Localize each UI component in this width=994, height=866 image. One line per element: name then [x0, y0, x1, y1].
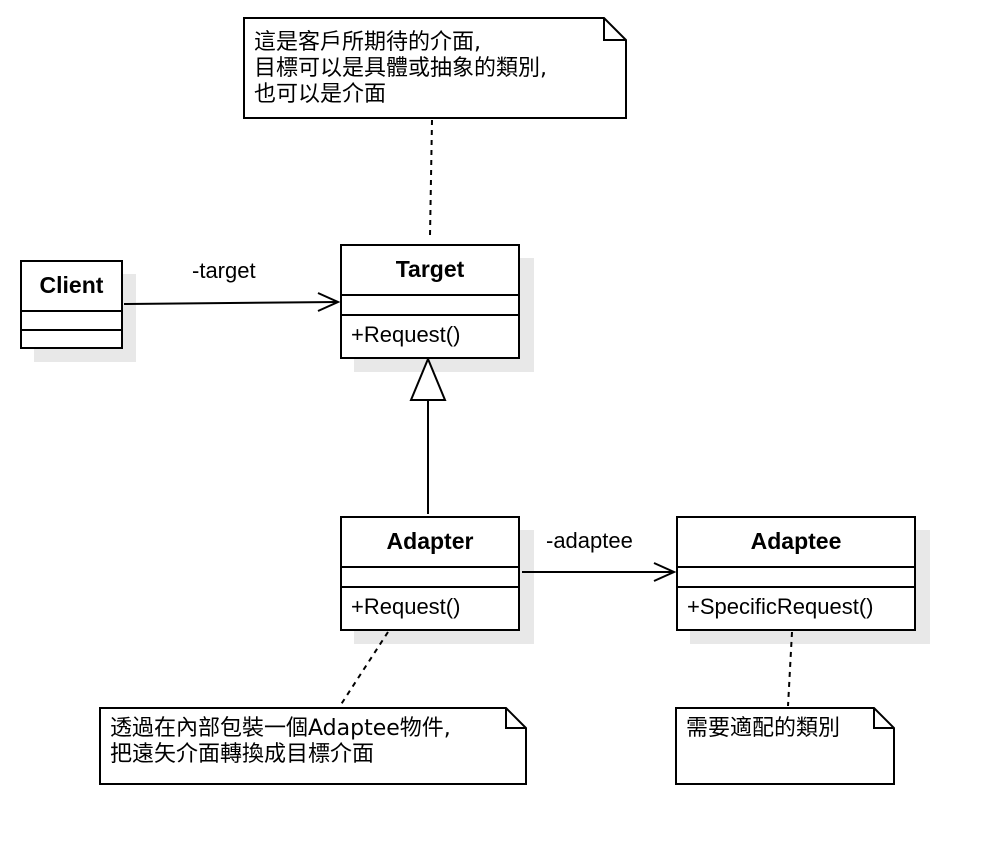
client-attributes-divider [22, 310, 121, 312]
adapter-note-shape [99, 707, 527, 785]
adaptee-class-name: Adaptee [750, 528, 842, 554]
adapter-note-anchor [339, 631, 389, 707]
adapter-attributes-divider [342, 566, 518, 568]
target-class[interactable]: Target +Request() [340, 244, 520, 359]
adapter-operations-divider [342, 586, 518, 588]
adaptee-operations-divider [678, 586, 914, 588]
adapter-operation: +Request() [351, 594, 461, 619]
adaptee-class[interactable]: Adaptee +SpecificRequest() [676, 516, 916, 631]
client-operations-divider [22, 329, 121, 331]
adapter-class-name: Adapter [386, 528, 474, 554]
generalization-triangle [409, 356, 447, 401]
target-operation: +Request() [351, 322, 461, 347]
adaptee-attributes-divider [678, 566, 914, 568]
adapter-class[interactable]: Adapter +Request() [340, 516, 520, 631]
target-note-line-3: 也可以是介面 [254, 82, 387, 107]
client-target-association [123, 301, 339, 305]
target-note-line-1: 這是客戶所期待的介面, [254, 30, 481, 55]
target-note-shape [243, 17, 627, 119]
target-note-line-2: 目標可以是具體或抽象的類別, [254, 56, 547, 81]
adaptee-operation: +SpecificRequest() [687, 594, 874, 619]
client-class[interactable]: Client [20, 260, 123, 349]
adapter-adaptee-arrowhead [653, 562, 677, 582]
client-class-name: Client [39, 272, 104, 298]
target-attributes-divider [342, 294, 518, 296]
target-note-anchor [429, 119, 433, 237]
target-class-name: Target [395, 256, 465, 282]
adapter-note-line-1: 透過在內部包裝一個Adaptee物件, [110, 716, 451, 741]
target-operations-divider [342, 314, 518, 316]
adaptee-note-shape [675, 707, 895, 785]
adapter-note-line-2: 把遠矢介面轉換成目標介面 [110, 742, 375, 767]
adaptee-note-line-1: 需要適配的類別 [686, 716, 841, 741]
adaptee-note-anchor [787, 631, 793, 707]
client-target-role-label: -target [192, 258, 256, 283]
adapter-adaptee-role-label: -adaptee [546, 528, 633, 553]
client-target-arrowhead [317, 292, 341, 312]
